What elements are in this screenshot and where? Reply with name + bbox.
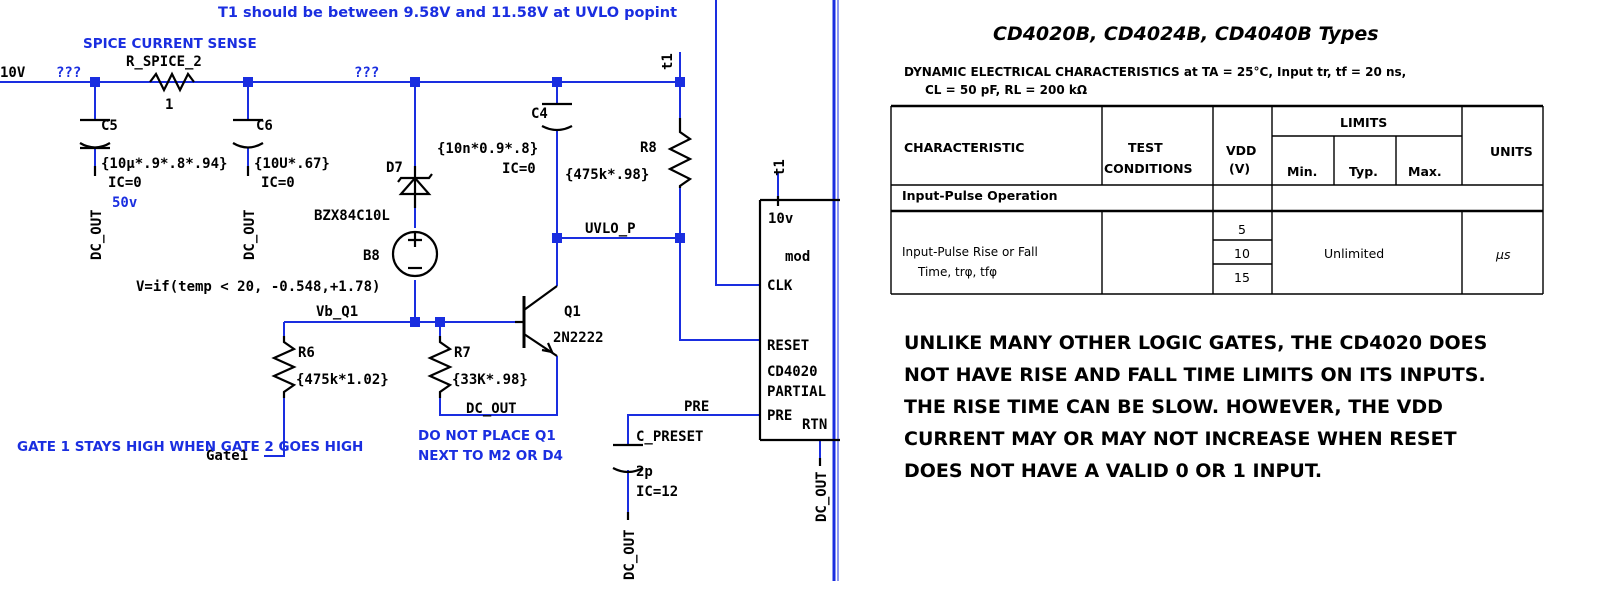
- net-unknown-1: ???: [56, 65, 81, 81]
- r-spice-2-value: 1: [165, 97, 173, 113]
- t1-label-a: t1: [660, 53, 676, 70]
- commentary-line-1: UNLIKE MANY OTHER LOGIC GATES, THE CD402…: [904, 332, 1487, 354]
- r7-value: {33K*.98}: [452, 372, 528, 388]
- th-test-1: TEST: [1128, 140, 1163, 155]
- th-vdd-1: VDD: [1226, 143, 1256, 158]
- c4-name: C4: [531, 106, 548, 122]
- dc-out-label-4: DC_OUT: [814, 471, 830, 522]
- c5-symbol: [79, 118, 111, 150]
- r-spice-2-symbol: [149, 71, 195, 93]
- net-10v: 10V: [0, 65, 26, 81]
- ic-pin-clk: CLK: [767, 278, 793, 294]
- c5-rating: 50v: [112, 195, 137, 211]
- row-unit: μs: [1495, 247, 1511, 262]
- ic-pin-pre: PRE: [767, 408, 792, 424]
- ground-stubs: [93, 166, 822, 520]
- c-preset-value: 2p: [636, 464, 653, 480]
- commentary-line-5: DOES NOT HAVE A VALID 0 OR 1 INPUT.: [904, 460, 1322, 482]
- r7-symbol: [427, 336, 453, 398]
- c6-ic: IC=0: [261, 175, 295, 191]
- th-vdd-2: (V): [1229, 161, 1250, 176]
- q1-note-line-1: DO NOT PLACE Q1: [418, 428, 556, 444]
- d7-part: BZX84C10L: [314, 208, 390, 224]
- dc-out-label-3: DC_OUT: [622, 529, 638, 580]
- datasheet-conditions-line-1: DYNAMIC ELECTRICAL CHARACTERISTICS at TA…: [904, 65, 1406, 79]
- pre-net-label: PRE: [684, 399, 709, 415]
- t1-range-note: T1 should be between 9.58V and 11.58V at…: [218, 5, 677, 21]
- ic-pin-mod: mod: [785, 249, 810, 265]
- ic-subtitle: PARTIAL: [767, 384, 826, 400]
- gate1-label: Gate1: [206, 448, 248, 464]
- r8-value: {475k*.98}: [565, 167, 649, 183]
- net-unknown-2: ???: [354, 65, 379, 81]
- ic-pin-reset: RESET: [767, 338, 809, 354]
- b8-source-symbol: [391, 230, 439, 278]
- datasheet-table-lines: [890, 104, 1544, 295]
- row-label-line-2: Time, trφ, tfφ: [917, 265, 997, 279]
- commentary-line-3: THE RISE TIME CAN BE SLOW. HOWEVER, THE …: [904, 396, 1443, 418]
- c5-value: {10μ*.9*.8*.94}: [101, 156, 227, 172]
- commentary-line-2: NOT HAVE RISE AND FALL TIME LIMITS ON IT…: [904, 364, 1486, 386]
- c4-ic: IC=0: [502, 161, 536, 177]
- th-units: UNITS: [1490, 144, 1533, 159]
- c-preset-name: C_PRESET: [636, 429, 703, 445]
- c5-ic: IC=0: [108, 175, 142, 191]
- r7-name: R7: [454, 345, 471, 361]
- dc-out-label-2: DC_OUT: [242, 209, 258, 260]
- b8-name: B8: [363, 248, 380, 264]
- d7-name: D7: [386, 160, 403, 176]
- c-preset-ic: IC=12: [636, 484, 678, 500]
- uvlo-p-label: UVLO_P: [585, 221, 636, 237]
- t1-label-b: t1: [772, 159, 788, 176]
- c-preset-symbol: [612, 443, 644, 474]
- dc-out-label-1: DC_OUT: [89, 209, 105, 260]
- th-test-2: CONDITIONS: [1104, 161, 1193, 176]
- cd4020-ic-body: [758, 198, 840, 442]
- c6-value: {10U*.67}: [254, 156, 330, 172]
- row-limit: Unlimited: [1324, 246, 1384, 261]
- r6-name: R6: [298, 345, 315, 361]
- q1-name: Q1: [564, 304, 581, 320]
- junction-dots: [90, 77, 685, 327]
- wires: [0, 0, 839, 581]
- th-characteristic: CHARACTERISTIC: [904, 140, 1024, 155]
- c6-name: C6: [256, 118, 273, 134]
- b8-expr: V=if(temp < 20, -0.548,+1.78): [136, 279, 380, 295]
- table-section-label: Input-Pulse Operation: [902, 188, 1058, 203]
- r-spice-2-name: R_SPICE_2: [126, 54, 202, 70]
- r8-name: R8: [640, 140, 657, 156]
- commentary-line-4: CURRENT MAY OR MAY NOT INCREASE WHEN RES…: [904, 428, 1457, 450]
- th-typ: Typ.: [1349, 164, 1378, 179]
- q1-transistor-symbol: [515, 285, 558, 357]
- c6-symbol: [232, 118, 264, 149]
- gate1-note: GATE 1 STAYS HIGH WHEN GATE 2 GOES HIGH: [17, 439, 363, 455]
- q1-note-line-2: NEXT TO M2 OR D4: [418, 448, 563, 464]
- datasheet-title: CD4020B, CD4024B, CD4040B Types: [993, 23, 1379, 45]
- vb-q1-label: Vb_Q1: [316, 304, 358, 320]
- c4-symbol: [541, 102, 573, 132]
- dc-out-label-5: DC_OUT: [466, 401, 517, 417]
- q1-part: 2N2222: [553, 330, 604, 346]
- row-vdd-5: 5: [1238, 222, 1246, 237]
- r8-symbol: [667, 118, 693, 188]
- row-vdd-10: 10: [1234, 246, 1250, 261]
- c4-value: {10n*0.9*.8}: [437, 141, 538, 157]
- th-limits: LIMITS: [1340, 115, 1387, 130]
- r6-symbol: [271, 336, 297, 398]
- th-min: Min.: [1287, 164, 1317, 179]
- th-max: Max.: [1408, 164, 1442, 179]
- r6-value: {475k*1.02}: [296, 372, 389, 388]
- row-label-line-1: Input-Pulse Rise or Fall: [902, 245, 1038, 259]
- d7-zener-symbol: [397, 166, 433, 208]
- ic-pin-vdd: 10v: [768, 211, 793, 227]
- datasheet-conditions-line-2: CL = 50 pF, RL = 200 kΩ: [925, 83, 1087, 97]
- row-vdd-15: 15: [1234, 270, 1250, 285]
- ic-pin-rtn: RTN: [802, 417, 827, 433]
- c5-name: C5: [101, 118, 118, 134]
- ic-name: CD4020: [767, 364, 818, 380]
- spice-sense-note: SPICE CURRENT SENSE: [83, 36, 257, 52]
